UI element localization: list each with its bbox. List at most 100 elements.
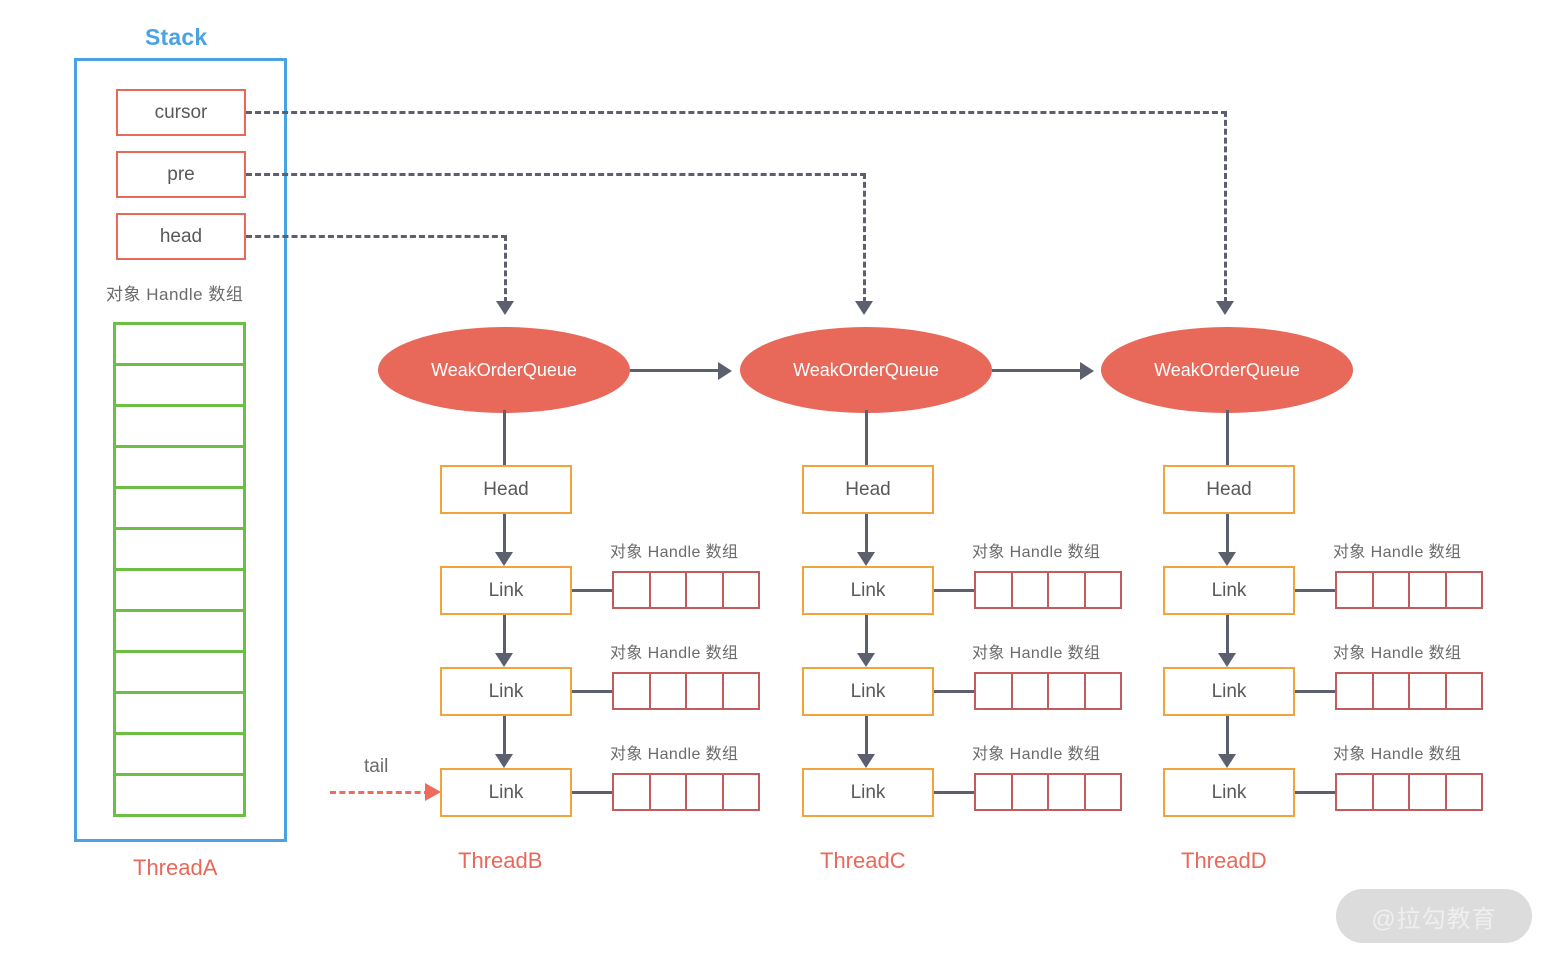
stack-array-cell — [116, 530, 243, 571]
handle-cell — [724, 775, 759, 809]
queue2-link-node-3[interactable]: Link — [802, 768, 934, 817]
handle-cell — [614, 674, 651, 708]
queue2-head-to-link1-arrow — [857, 552, 875, 566]
queue1-link1-handle-label: 对象 Handle 数组 — [610, 544, 739, 561]
queue2-link-1-label: Link — [850, 579, 886, 601]
stack-array-cell — [116, 489, 243, 530]
queue2-link1-to-link2-arrow — [857, 653, 875, 667]
handle-cell — [1447, 775, 1482, 809]
handle-cell — [1013, 573, 1049, 607]
connector-cursor-arrowhead — [1216, 301, 1234, 315]
queue2-to-head-line — [865, 410, 868, 465]
handle-cell — [1410, 573, 1447, 607]
stack-array-cell — [116, 694, 243, 735]
queue1-link-node-3[interactable]: Link — [440, 768, 572, 817]
stack-array-cell — [116, 407, 243, 448]
handle-cell — [1410, 775, 1447, 809]
queue3-link-node-3[interactable]: Link — [1163, 768, 1295, 817]
connector-head-horizontal — [246, 235, 507, 238]
handle-cell — [1049, 573, 1086, 607]
queue-link-line-1 — [630, 369, 722, 372]
connector-pre-arrowhead — [855, 301, 873, 315]
stack-array-cell — [116, 571, 243, 612]
stack-pointer-head[interactable]: head — [116, 213, 246, 260]
queue1-link2-handle-label: 对象 Handle 数组 — [610, 645, 739, 662]
handle-cell — [1447, 674, 1482, 708]
queue1-link3-handle-array — [612, 773, 760, 811]
stack-pointer-head-label: head — [159, 225, 203, 247]
handle-cell — [1049, 775, 1086, 809]
connector-head-vertical — [504, 235, 507, 303]
thread-label-c: ThreadC — [820, 848, 906, 873]
queue2-link2-handle-line — [934, 690, 976, 693]
queue1-head-to-link1-arrow — [495, 552, 513, 566]
queue3-link2-to-link3-arrow — [1218, 754, 1236, 768]
queue3-link1-handle-label: 对象 Handle 数组 — [1333, 544, 1462, 561]
queue3-head-to-link1-line — [1226, 514, 1229, 554]
queue3-link-node-1[interactable]: Link — [1163, 566, 1295, 615]
queue3-link3-handle-array — [1335, 773, 1483, 811]
queue2-link-node-2[interactable]: Link — [802, 667, 934, 716]
queue1-link2-handle-line — [572, 690, 614, 693]
thread-label-b: ThreadB — [458, 848, 543, 873]
handle-cell — [1086, 573, 1121, 607]
weak-order-queue-3[interactable]: WeakOrderQueue — [1101, 327, 1353, 413]
queue2-link3-handle-line — [934, 791, 976, 794]
queue2-head-node[interactable]: Head — [802, 465, 934, 514]
queue3-link-node-2[interactable]: Link — [1163, 667, 1295, 716]
stack-pointer-cursor[interactable]: cursor — [116, 89, 246, 136]
handle-cell — [1447, 573, 1482, 607]
queue-link-arrow-1 — [718, 362, 732, 380]
handle-cell — [1086, 775, 1121, 809]
stack-pointer-pre[interactable]: pre — [116, 151, 246, 198]
queue3-link2-to-link3-line — [1226, 716, 1229, 756]
handle-cell — [1086, 674, 1121, 708]
queue3-head-node[interactable]: Head — [1163, 465, 1295, 514]
stack-array-cell — [116, 776, 243, 817]
queue2-link-node-1[interactable]: Link — [802, 566, 934, 615]
queue3-link-1-label: Link — [1211, 579, 1247, 601]
queue3-head-to-link1-arrow — [1218, 552, 1236, 566]
handle-cell — [976, 775, 1013, 809]
queue1-link1-handle-array — [612, 571, 760, 609]
thread-label-a: ThreadA — [133, 855, 218, 880]
queue2-link2-to-link3-line — [865, 716, 868, 756]
queue2-link2-handle-array — [974, 672, 1122, 710]
queue1-link-2-label: Link — [488, 680, 524, 702]
handle-cell — [1374, 573, 1410, 607]
queue1-link1-to-link2-arrow — [495, 653, 513, 667]
queue1-link3-handle-label: 对象 Handle 数组 — [610, 746, 739, 763]
queue1-head-node[interactable]: Head — [440, 465, 572, 514]
queue3-link3-handle-line — [1295, 791, 1337, 794]
weak-order-queue-2[interactable]: WeakOrderQueue — [740, 327, 992, 413]
queue3-link1-to-link2-line — [1226, 615, 1229, 655]
queue1-head-to-link1-line — [503, 514, 506, 554]
stack-pointer-cursor-label: cursor — [154, 101, 208, 123]
queue1-link-node-2[interactable]: Link — [440, 667, 572, 716]
handle-cell — [651, 775, 687, 809]
handle-cell — [976, 573, 1013, 607]
handle-cell — [1013, 674, 1049, 708]
queue1-link1-to-link2-line — [503, 615, 506, 655]
queue3-link2-handle-line — [1295, 690, 1337, 693]
tail-pointer-line — [330, 791, 430, 794]
weak-order-queue-1[interactable]: WeakOrderQueue — [378, 327, 630, 413]
handle-cell — [1374, 775, 1410, 809]
queue1-link3-handle-line — [572, 791, 614, 794]
queue-link-line-2 — [992, 369, 1084, 372]
queue2-link2-handle-label: 对象 Handle 数组 — [972, 645, 1101, 662]
weak-order-queue-1-label: WeakOrderQueue — [431, 359, 577, 380]
queue2-link2-to-link3-arrow — [857, 754, 875, 768]
queue3-link1-handle-array — [1335, 571, 1483, 609]
handle-cell — [1410, 674, 1447, 708]
queue2-link1-to-link2-line — [865, 615, 868, 655]
queue2-link1-handle-line — [934, 589, 976, 592]
handle-cell — [614, 573, 651, 607]
handle-cell — [724, 573, 759, 607]
queue1-link-node-1[interactable]: Link — [440, 566, 572, 615]
queue-link-arrow-2 — [1080, 362, 1094, 380]
queue3-link-2-label: Link — [1211, 680, 1247, 702]
handle-cell — [1337, 775, 1374, 809]
stack-container — [74, 58, 287, 842]
stack-array-cell — [116, 366, 243, 407]
